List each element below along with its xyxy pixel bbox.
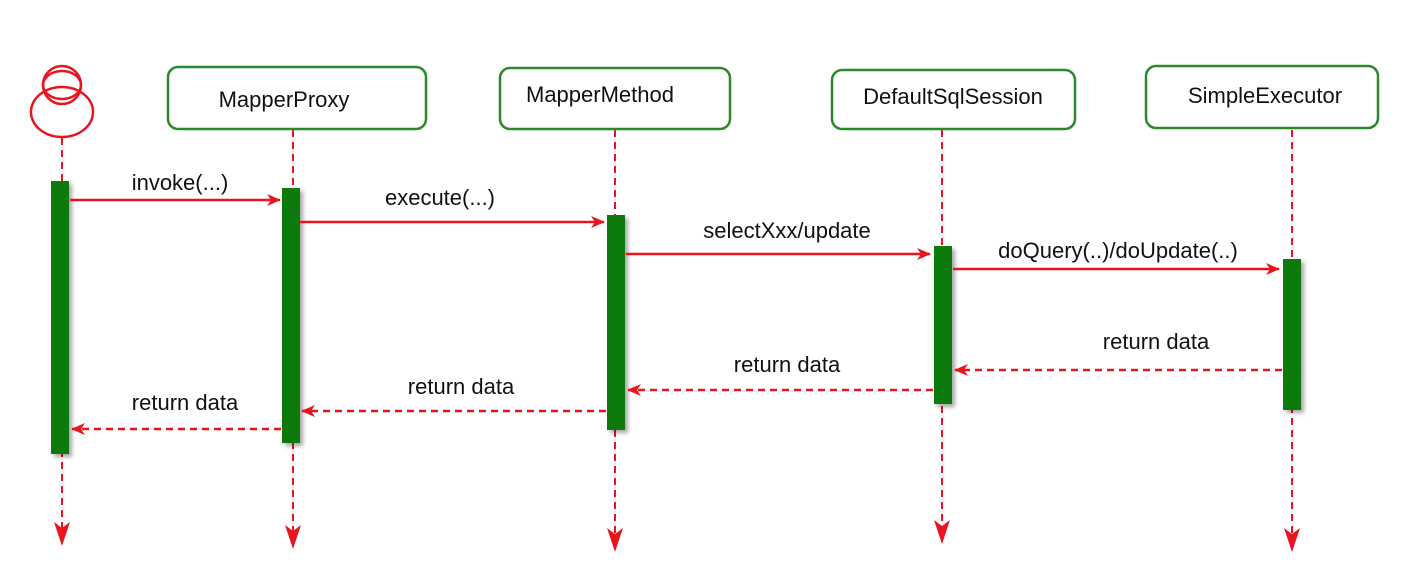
participant-label-mappermethod: MapperMethod <box>526 82 674 107</box>
participant-defaultsqlsession: DefaultSqlSession <box>830 68 1077 131</box>
message-label: return data <box>132 390 239 415</box>
actor-participant <box>29 64 95 139</box>
participant-mapperproxy: MapperProxy <box>166 65 428 131</box>
actor-head-outline <box>41 69 83 101</box>
message-label: return data <box>1103 329 1210 354</box>
message-label: invoke(...) <box>132 170 229 195</box>
lifeline-end-arrow-mapperproxy <box>285 525 301 549</box>
activation-actor <box>51 181 69 454</box>
activation-defaultsqlsession <box>934 246 952 404</box>
message-execute: execute(...) <box>300 185 605 228</box>
message-invoke: invoke(...) <box>70 170 281 206</box>
message-doquery-doupdate: doQuery(..)/doUpdate(..) <box>953 238 1280 275</box>
activation-simpleexecutor <box>1283 259 1301 410</box>
participant-simpleexecutor: SimpleExecutor <box>1144 64 1380 130</box>
participant-label-simpleexecutor: SimpleExecutor <box>1188 83 1342 108</box>
message-label: return data <box>734 352 841 377</box>
participant-label-mapperproxy: MapperProxy <box>219 87 350 112</box>
message-label: return data <box>408 374 515 399</box>
message-selectxxx-update: selectXxx/update <box>626 218 931 260</box>
lifeline-end-arrow-defaultsqlsession <box>934 520 950 544</box>
lifeline-end-arrow-simpleexecutor <box>1284 528 1300 552</box>
message-return-defaultsqlsession: return data <box>627 352 933 396</box>
lifeline-end-arrow-mappermethod <box>607 528 623 552</box>
message-return-simpleexecutor: return data <box>954 329 1282 376</box>
message-return-mapperproxy: return data <box>71 390 281 435</box>
activation-mappermethod <box>607 215 625 430</box>
participant-mappermethod: MapperMethod <box>498 66 732 131</box>
message-return-mappermethod: return data <box>301 374 606 417</box>
participant-label-defaultsqlsession: DefaultSqlSession <box>863 84 1043 109</box>
message-label: selectXxx/update <box>703 218 871 243</box>
message-label: doQuery(..)/doUpdate(..) <box>998 238 1238 263</box>
actor-body-icon <box>29 85 95 139</box>
message-label: execute(...) <box>385 185 495 210</box>
activation-mapperproxy <box>282 188 300 443</box>
lifeline-end-arrow-actor <box>54 522 70 546</box>
